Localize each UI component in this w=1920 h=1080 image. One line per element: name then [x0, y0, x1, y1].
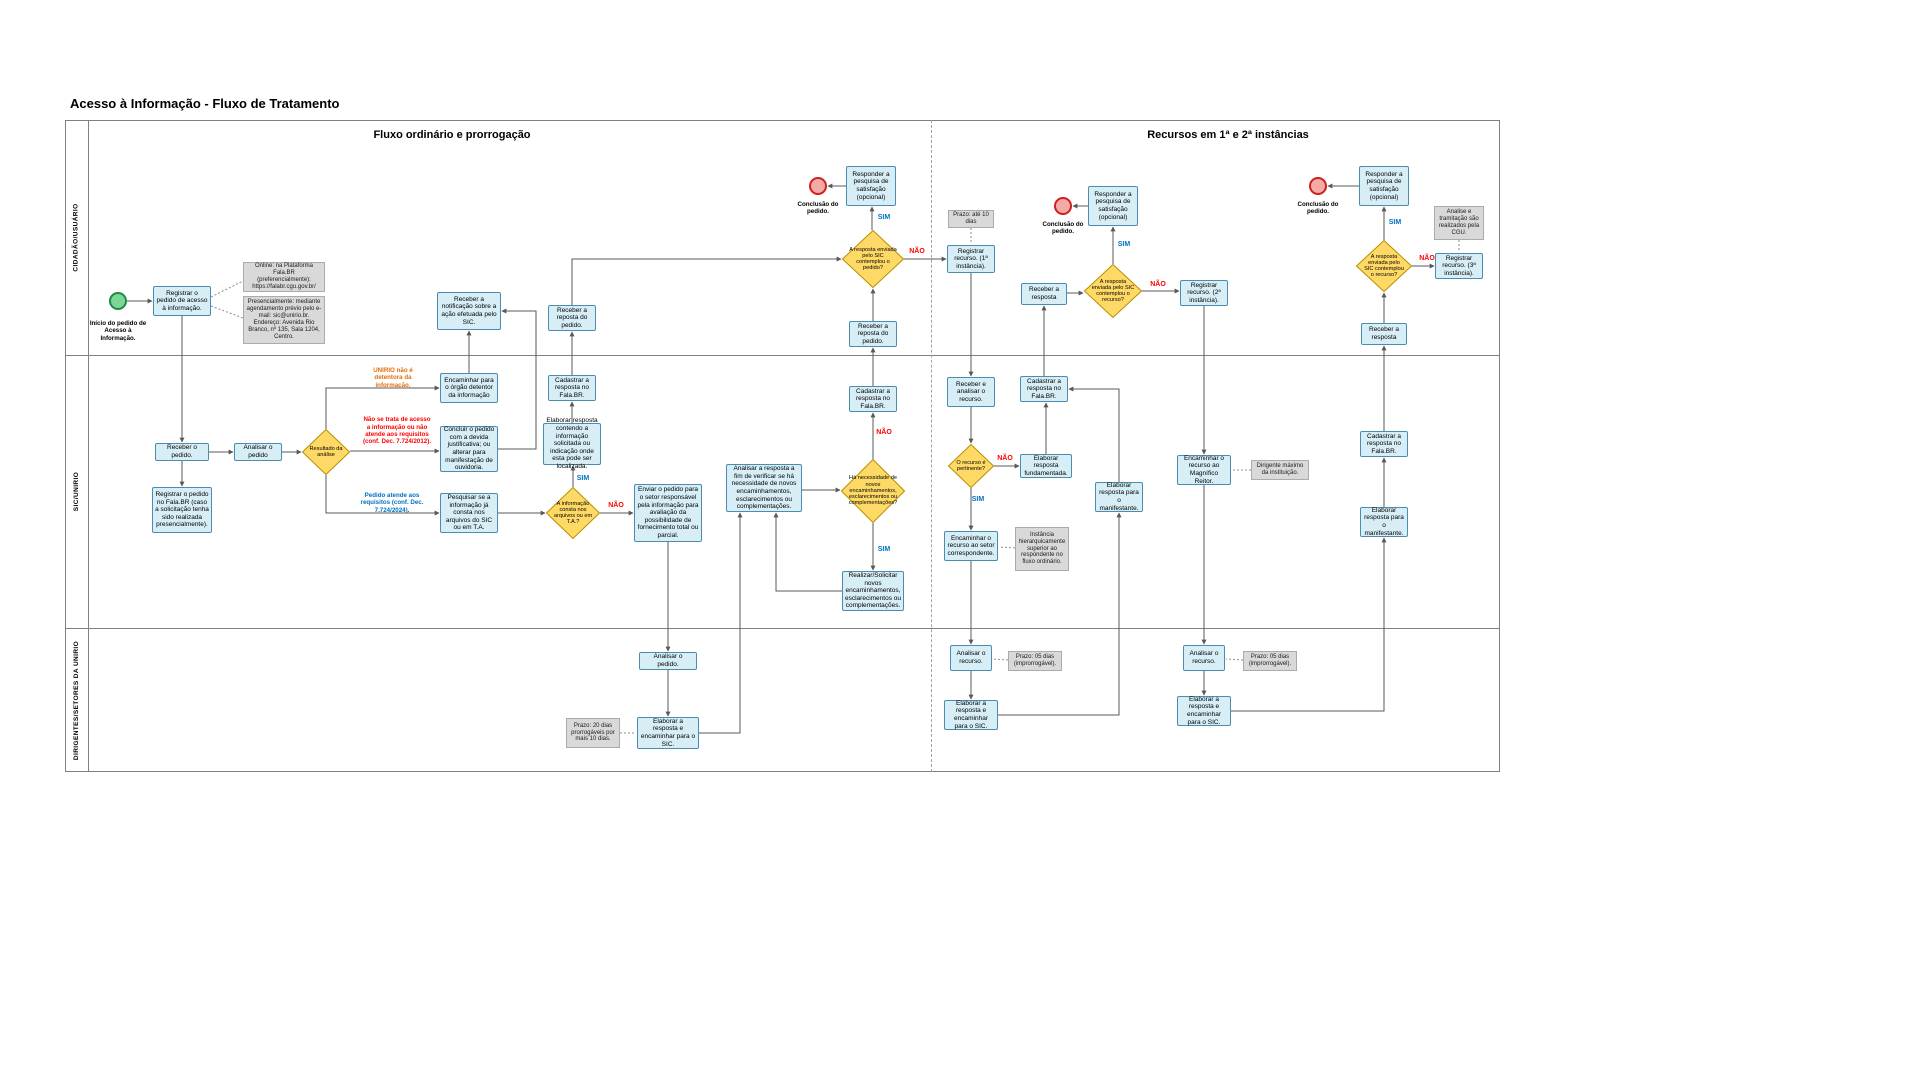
- task-cadastrar-resposta-4: Cadastrar a resposta no Fala.BR.: [1360, 431, 1408, 457]
- label-sim-2: SIM: [1117, 240, 1131, 248]
- task-analisar-pedido-sic: Analisar o pedido: [234, 443, 282, 461]
- task-elaborar-resposta-informacao: Elaborar resposta contendo a informação …: [543, 417, 601, 470]
- note-prazo-05-dias-2: Prazo: 05 dias (improrrogável).: [1243, 651, 1297, 671]
- task-responder-pesquisa-1: Responder a pesquisa de satisfação (opci…: [846, 166, 896, 206]
- task-concluir-pedido: Concluir o pedido com a devida justifica…: [440, 426, 498, 472]
- task-receber-pedido: Receber o pedido.: [155, 443, 209, 461]
- note-presencialmente: Presencialmente: mediante agendamento pr…: [243, 296, 325, 344]
- start-event-label: Início do pedido de Acesso à Informação.: [89, 320, 147, 342]
- end-event-1-label: Conclusão do pedido.: [797, 200, 839, 215]
- decision-ha-necessidade: Há necessidade de novos encaminhamentos,…: [841, 459, 905, 523]
- task-analisar-recurso-1: Analisar o recurso.: [950, 645, 992, 671]
- end-event-1: [809, 177, 827, 195]
- decision-informacao-consta-label: A informação consta nos arquivos ou em T…: [553, 500, 593, 526]
- task-elaborar-encaminhar-sic-2: Elaborar a resposta e encaminhar para o …: [944, 700, 998, 730]
- label-sim-5: SIM: [877, 545, 891, 553]
- task-receber-resposta-pedido-1: Receber a reposta do pedido.: [548, 305, 596, 331]
- task-receber-resposta-recurso-2: Receber a resposta: [1361, 323, 1407, 345]
- note-instancia-superior: Instância hierarquicamente superior ao r…: [1015, 527, 1069, 571]
- lane-label-column-divider: [88, 120, 89, 772]
- note-prazo-20-dias: Prazo: 20 dias prorrogáveis por mais 10 …: [566, 718, 620, 748]
- decision-resultado-analise-label: Resultado da análise: [309, 445, 343, 458]
- note-online: Online: na Plataforma Fala.BR (preferenc…: [243, 262, 325, 292]
- task-responder-pesquisa-2: Responder a pesquisa de satisfação (opci…: [1088, 186, 1138, 226]
- task-receber-resposta-recurso-1: Receber a resposta: [1021, 283, 1067, 305]
- task-receber-notificacao: Receber a notificação sobre a ação efetu…: [437, 292, 501, 330]
- decision-contemplou-recurso-2: A resposta enviada pelo SIC contemplou o…: [1356, 240, 1412, 292]
- task-cadastrar-resposta-2: Cadastrar a resposta no Fala.BR.: [849, 386, 897, 412]
- lane-divider-1: [65, 355, 1500, 356]
- decision-ha-necessidade-label: Há necessidade de novos encaminhamentos,…: [848, 475, 898, 507]
- label-nao-3: NÃO: [1419, 254, 1435, 262]
- diagram-frame: [65, 120, 1500, 772]
- task-receber-resposta-pedido-2: Receber a reposta do pedido.: [849, 321, 897, 347]
- task-responder-pesquisa-3: Responder a pesquisa de satisfação (opci…: [1359, 166, 1409, 206]
- decision-contemplou-recurso-1: A resposta enviada pelo SIC contemplou o…: [1084, 264, 1142, 318]
- note-dirigente-maximo: Dirigente máximo da instituição.: [1251, 460, 1309, 480]
- end-event-3: [1309, 177, 1327, 195]
- label-sim-4: SIM: [576, 474, 590, 482]
- end-event-3-label: Conclusão do pedido.: [1297, 200, 1339, 215]
- end-event-2: [1054, 197, 1072, 215]
- task-cadastrar-resposta-1: Cadastrar a resposta no Fala.BR.: [548, 375, 596, 401]
- label-nao-se-trata: Não se trata de acesso a informação ou n…: [362, 416, 432, 446]
- task-realizar-solicitar: Realizar/Solicitar novos encaminhamentos…: [842, 571, 904, 611]
- decision-contemplou-pedido: A resposta enviada pelo SIC contemplou o…: [842, 230, 904, 288]
- label-unirio-nao-detentora: UNIRIO não é detentora da informação.: [373, 367, 413, 389]
- task-elaborar-manifestante-2: Elaborar resposta para o manifestante.: [1360, 507, 1408, 537]
- label-nao-4: NÃO: [608, 501, 624, 509]
- task-analisar-pedido-dirigentes: Analisar o pedido.: [639, 652, 697, 670]
- task-registrar-pedido-acesso: Registrar o pedido de acesso à informaçã…: [153, 286, 211, 316]
- decision-contemplou-recurso-1-label: A resposta enviada pelo SIC contemplou o…: [1091, 278, 1135, 304]
- note-prazo-10-dias: Prazo: até 10 dias: [948, 210, 994, 228]
- label-pedido-atende: Pedido atende aos requisitos (conf. Dec.…: [360, 492, 424, 514]
- label-sim-3: SIM: [1388, 218, 1402, 226]
- task-encaminhar-reitor: Encaminhar o recurso ao Magnífico Reitor…: [1177, 455, 1231, 485]
- page-title: Acesso à Informação - Fluxo de Tratament…: [70, 96, 340, 111]
- lane-divider-2: [65, 628, 1500, 629]
- task-receber-analisar-recurso: Receber e analisar o recurso.: [947, 377, 995, 407]
- task-registrar-recurso-1: Registrar recurso. (1ª instância).: [947, 245, 995, 273]
- start-event: [109, 292, 127, 310]
- label-nao-2: NÃO: [1150, 280, 1166, 288]
- task-cadastrar-resposta-3: Cadastrar a resposta no Fala.BR.: [1020, 376, 1068, 402]
- task-encaminhar-setor-correspondente: Encaminhar o recurso ao setor correspond…: [944, 531, 998, 561]
- label-nao-5: NÃO: [876, 428, 892, 436]
- label-nao-1: NÃO: [909, 247, 925, 255]
- task-elaborar-encaminhar-sic-1: Elaborar a resposta e encaminhar para o …: [637, 717, 699, 749]
- task-elaborar-encaminhar-sic-3: Elaborar a resposta e encaminhar para o …: [1177, 696, 1231, 726]
- task-encaminhar-orgao: Encaminhar para o órgão detentor da info…: [440, 373, 498, 403]
- note-prazo-05-dias-1: Prazo: 05 dias (improrrogável).: [1008, 651, 1062, 671]
- column-header-recursos: Recursos em 1ª e 2ª instâncias: [1147, 129, 1309, 141]
- task-pesquisar-arquivos: Pesquisar se a informação já consta nos …: [440, 493, 498, 533]
- task-elaborar-fundamentada: Elaborar resposta fundamentada.: [1020, 454, 1072, 478]
- column-divider: [931, 120, 932, 772]
- task-enviar-setor-responsavel: Enviar o pedido para o setor responsável…: [634, 484, 702, 542]
- task-analisar-resposta: Analisar a resposta a fim de verificar s…: [726, 464, 802, 512]
- column-header-ordinario: Fluxo ordinário e prorrogação: [373, 129, 531, 141]
- task-registrar-recurso-3: Registrar recurso. (3ª instância).: [1435, 253, 1483, 279]
- decision-informacao-consta: A informação consta nos arquivos ou em T…: [546, 487, 600, 539]
- decision-recurso-pertinente: O recurso é pertinente?: [948, 444, 994, 488]
- end-event-2-label: Conclusão do pedido.: [1042, 220, 1084, 235]
- task-elaborar-manifestante-1: Elaborar resposta para o manifestante.: [1095, 482, 1143, 512]
- decision-contemplou-pedido-label: A resposta enviada pelo SIC contemplou o…: [849, 246, 897, 272]
- task-registrar-recurso-2: Registrar recurso. (2ª instância).: [1180, 280, 1228, 306]
- decision-recurso-pertinente-label: O recurso é pertinente?: [956, 459, 986, 472]
- label-nao-6: NÃO: [997, 454, 1013, 462]
- decision-contemplou-recurso-2-label: A resposta enviada pelo SIC contemplou o…: [1364, 253, 1404, 279]
- note-cgu: Analise e tramitação são realizados pela…: [1434, 206, 1484, 240]
- task-analisar-recurso-2: Analisar o recurso.: [1183, 645, 1225, 671]
- task-registrar-pedido-falabr: Registrar o pedido no Fala.BR (caso a so…: [152, 487, 212, 533]
- decision-resultado-analise: Resultado da análise: [302, 429, 350, 475]
- label-sim-6: SIM: [971, 495, 985, 503]
- label-sim-1: SIM: [877, 213, 891, 221]
